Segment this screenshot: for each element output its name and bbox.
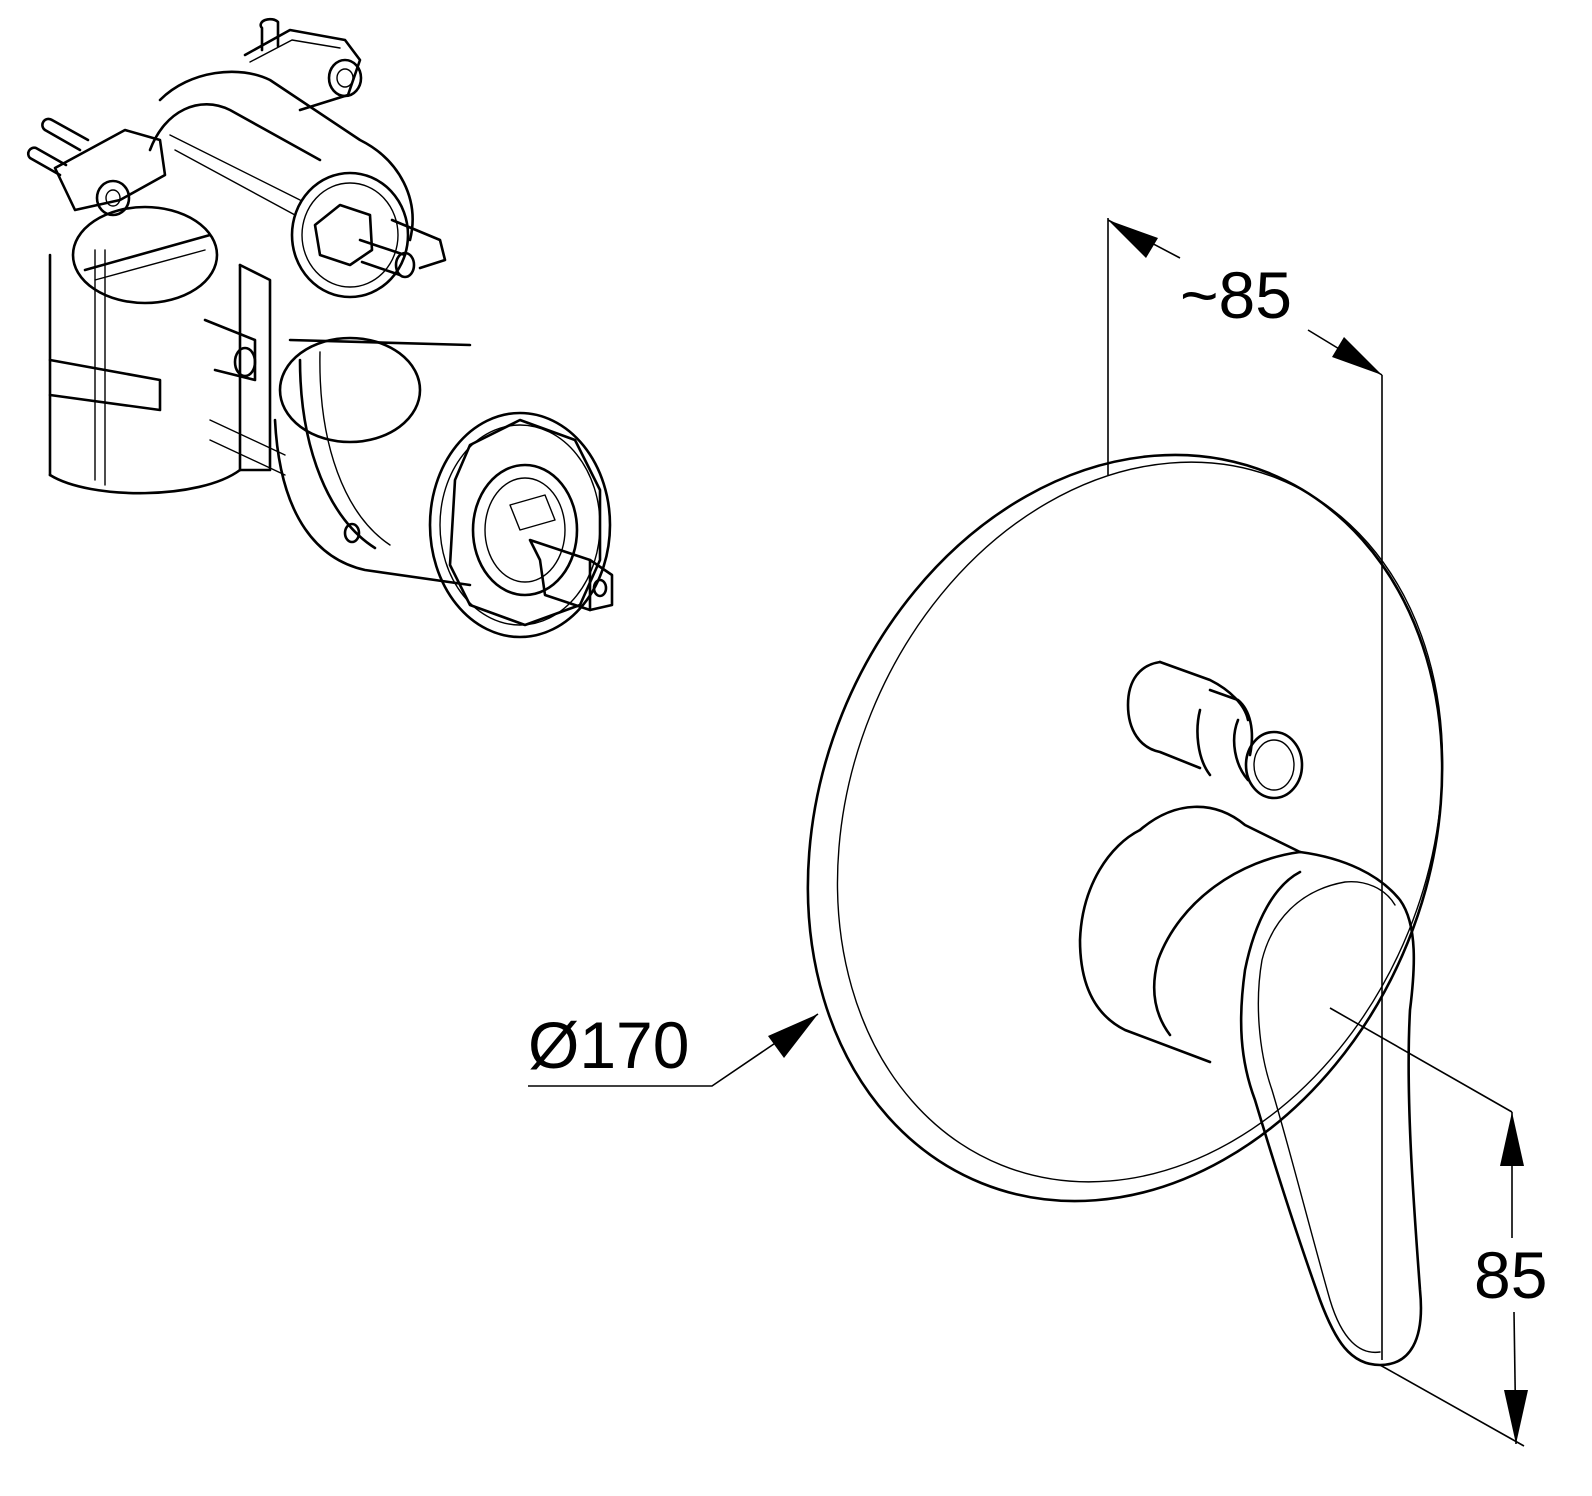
escutcheon-plate (806, 453, 1444, 1203)
lever-handle (1078, 805, 1423, 1367)
depth-dimension: ~85 (1107, 218, 1383, 1360)
depth-dimension-label: ~85 (1180, 258, 1292, 332)
diameter-dimension-label: Ø170 (528, 1008, 689, 1082)
diverter-knob (1126, 660, 1304, 800)
diameter-dimension: Ø170 (528, 1008, 819, 1087)
lever-length-dimension-label: 85 (1474, 1238, 1547, 1312)
lever-length-dimension: 85 (1329, 1007, 1547, 1447)
concealed-valve-body (26, 17, 614, 639)
